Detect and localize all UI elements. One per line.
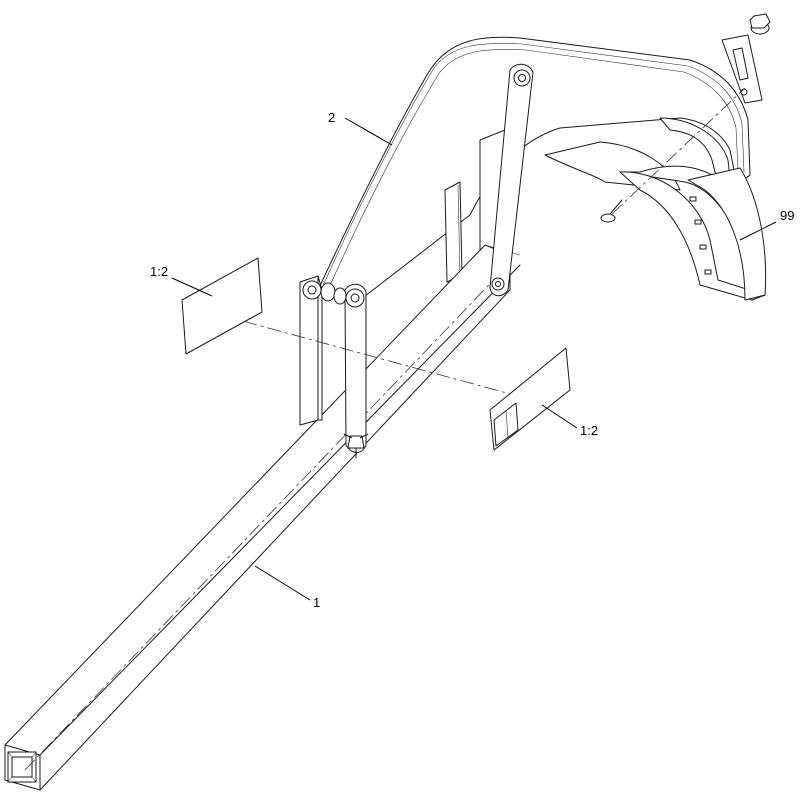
callout-decal-right: 1:2 — [541, 404, 598, 438]
link-assembly — [299, 63, 534, 459]
bolt-centerline — [611, 87, 746, 215]
callout-99: 99 — [739, 208, 794, 241]
decal-right — [489, 347, 571, 451]
callout-decal-right-label: 1:2 — [580, 423, 598, 438]
callout-decal-left-leader — [171, 277, 213, 297]
callout-99-leader — [739, 221, 777, 241]
callout-decal-left: 1:2 — [150, 264, 213, 297]
decal-centerline — [194, 307, 526, 399]
tube-centerline — [24, 267, 506, 771]
callout-decal-right-leader — [541, 404, 578, 429]
callout-2-leader — [344, 117, 393, 146]
callout-99-label: 99 — [780, 208, 794, 223]
shield-plate — [544, 141, 767, 301]
callout-2-label: 2 — [328, 110, 335, 125]
callout-1-label: 1 — [313, 595, 320, 610]
decal-left — [181, 257, 263, 355]
callout-1: 1 — [254, 565, 320, 610]
callout-decal-left-label: 1:2 — [150, 264, 168, 279]
callout-1-leader — [254, 565, 311, 601]
callout-2: 2 — [328, 110, 393, 146]
